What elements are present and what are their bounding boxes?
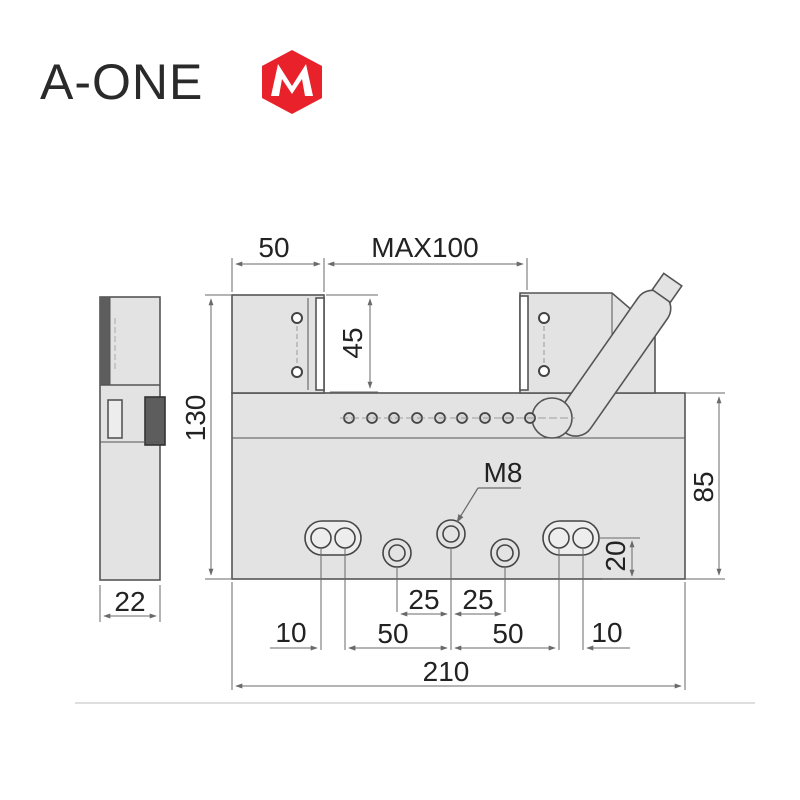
pitch-right-label: 25 [462,584,493,615]
side-width-label: 22 [114,586,145,617]
slot-right-label: 10 [591,617,622,648]
mounting-holes [310,519,594,568]
spacing-right-label: 50 [492,618,523,649]
brand-name: A-ONE [40,54,204,110]
opening-label: MAX100 [371,232,478,263]
jaw-height-label: 45 [337,327,368,358]
thread-label: M8 [484,457,523,488]
brand-mark-icon [262,50,322,114]
jaw-width-label: 50 [258,232,289,263]
dimension-lines [205,258,725,690]
brand-logo: A-ONE [40,48,340,118]
hole-height-label: 20 [600,540,631,571]
spacing-left-label: 50 [377,618,408,649]
slot-left-label: 10 [275,617,306,648]
jaw-screw-holes [291,312,550,378]
side-view [99,296,166,581]
base-height-label: 85 [688,471,719,502]
side-width-dim [99,585,161,622]
mounting-slots [304,520,600,556]
total-length-label: 210 [423,656,470,687]
pitch-left-label: 25 [408,584,439,615]
total-height-label: 130 [180,395,211,442]
